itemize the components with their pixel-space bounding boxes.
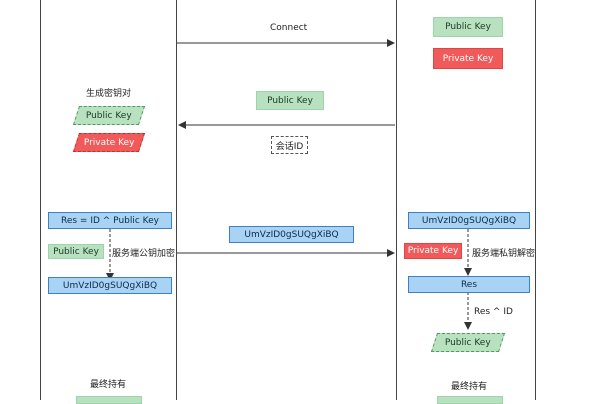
client-private-key: Private Key — [72, 133, 146, 152]
client-public-key-small-text: Public Key — [53, 246, 99, 257]
client-public-key-text: Public Key — [86, 110, 132, 121]
client-encrypted-result: UmVzID0gSUQgXiBQ — [48, 277, 172, 294]
res-formula-box: Res = ID ^ Public Key — [48, 212, 172, 229]
server-recovered-public-key: Public Key — [430, 333, 506, 352]
client-encrypted-result-text: UmVzID0gSUQgXiBQ — [62, 280, 158, 291]
server-lifeline — [396, 0, 397, 400]
connect-label: Connect — [270, 23, 308, 33]
client-final-hold-label: 最终持有 — [90, 380, 127, 390]
server-private-key-small-text: Private Key — [407, 246, 459, 256]
server-final-key-peek — [437, 396, 503, 404]
server-received-payload-text: UmVzID0gSUQgXiBQ — [421, 215, 517, 226]
server-final-hold-label: 最终持有 — [451, 382, 488, 392]
server-private-key-small: Private Key — [404, 243, 462, 259]
encrypted-payload-text: UmVzID0gSUQgXiBQ — [244, 229, 339, 240]
server-public-key-text: Public Key — [445, 22, 491, 32]
client-frame-left — [40, 0, 41, 400]
xor-id-label: Res ^ ID — [474, 307, 513, 317]
encrypt-label: 服务端公钥加密 — [112, 249, 176, 259]
session-id-text: 会话ID — [275, 141, 304, 152]
session-id-box: 会话ID — [271, 136, 308, 154]
client-final-key-peek — [76, 396, 142, 404]
server-recovered-public-key-text: Public Key — [445, 337, 491, 348]
generate-keypair-label: 生成密钥对 — [86, 89, 132, 99]
server-res-text: Res — [460, 279, 478, 290]
server-frame-right — [535, 0, 536, 400]
client-public-key: Public Key — [72, 106, 146, 125]
server-res-box: Res — [408, 276, 530, 293]
decrypt-label: 服务端私钥解密 — [472, 249, 536, 259]
server-private-key: Private Key — [433, 48, 503, 69]
server-private-key-text: Private Key — [442, 53, 494, 64]
sent-public-key: Public Key — [256, 91, 324, 110]
encrypted-payload-box: UmVzID0gSUQgXiBQ — [229, 226, 354, 243]
client-private-key-text: Private Key — [83, 137, 135, 148]
res-formula-text: Res = ID ^ Public Key — [61, 215, 159, 226]
server-received-payload: UmVzID0gSUQgXiBQ — [408, 212, 530, 229]
client-public-key-small: Public Key — [48, 244, 104, 259]
sent-public-key-text: Public Key — [267, 95, 313, 106]
client-lifeline — [176, 0, 177, 400]
server-public-key: Public Key — [433, 17, 503, 37]
